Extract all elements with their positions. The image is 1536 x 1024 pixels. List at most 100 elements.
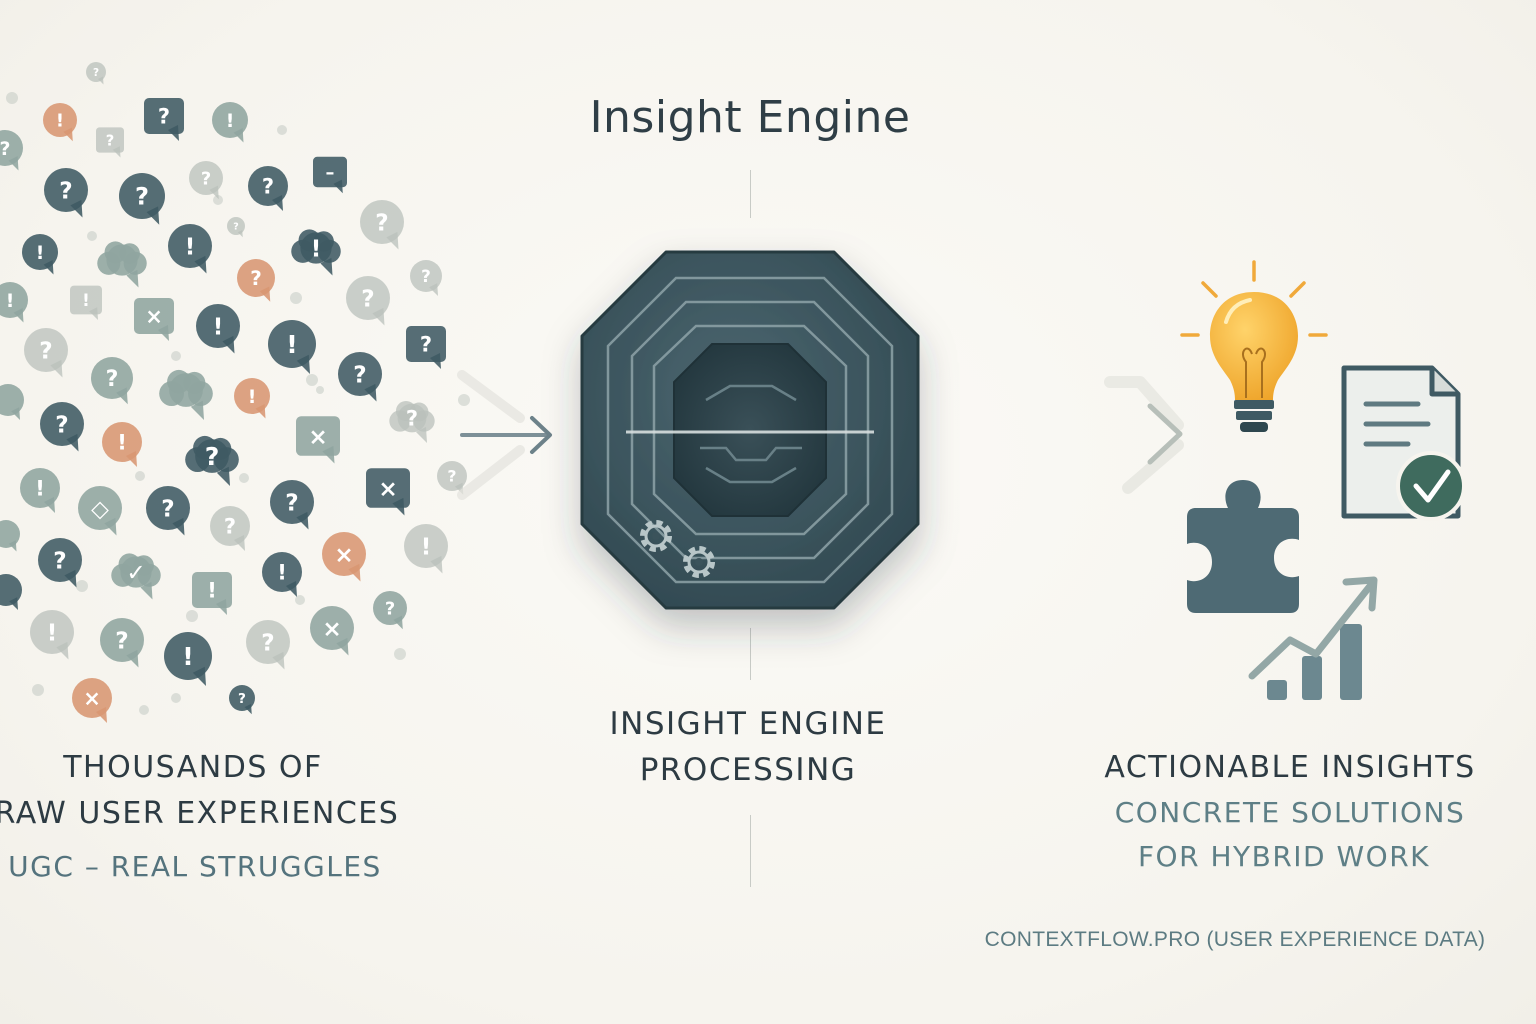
- svg-text:?: ?: [135, 183, 149, 211]
- question-bubble-icon: ?: [185, 435, 239, 486]
- svg-text:?: ?: [224, 515, 236, 539]
- decor-dot: [295, 595, 305, 605]
- decor-dot: [76, 580, 88, 592]
- question-bubble-icon: ?: [246, 620, 290, 670]
- decor-dot: [290, 292, 302, 304]
- arrow-right-icon: [457, 370, 552, 500]
- question-bubble-icon: ?: [119, 173, 165, 225]
- user-experience-bubble-cloud: ??!!??????–??!!?!?!!×!!???!???!?×?!◇???×…: [0, 62, 470, 723]
- chip-circuit-rings: [606, 276, 894, 584]
- exclamation-bubble-icon: !: [70, 285, 102, 320]
- question-bubble-icon: ?: [146, 486, 190, 536]
- exclamation-bubble-icon: !: [192, 572, 232, 615]
- decor-dot: [316, 386, 324, 394]
- svg-text:×: ×: [83, 687, 101, 711]
- cross-bubble-icon: ×: [322, 532, 366, 582]
- svg-text:?: ?: [106, 132, 115, 149]
- process-label-line2: PROCESSING: [639, 752, 857, 788]
- output-label-line2: CONCRETE SOLUTIONS: [1114, 796, 1466, 829]
- question-bubble-icon: ?: [100, 618, 144, 668]
- question-bubble-icon: ?: [38, 538, 82, 588]
- svg-text:!: !: [82, 290, 90, 310]
- exclamation-bubble-icon: !: [0, 282, 28, 323]
- exclamation-bubble-icon: !: [168, 224, 212, 274]
- svg-text:×: ×: [322, 616, 341, 642]
- question-bubble-icon: ?: [248, 166, 288, 211]
- source-footer: CONTEXTFLOW.PRO (USER EXPERIENCE DATA): [984, 928, 1486, 951]
- svg-text:?: ?: [285, 490, 298, 516]
- exclamation-bubble-icon: !: [404, 524, 448, 574]
- question-bubble-icon: ?: [210, 506, 250, 551]
- decor-dot: [171, 351, 181, 361]
- svg-text:?: ?: [93, 67, 99, 79]
- svg-text:?: ?: [250, 266, 262, 290]
- document-check-icon: [1341, 365, 1466, 521]
- svg-text:!: !: [6, 290, 15, 312]
- arrow-right-icon: [941, 376, 1184, 494]
- question-bubble-icon: ?: [406, 326, 446, 369]
- decor-dot: [139, 705, 149, 715]
- decor-dot: [186, 610, 198, 622]
- puzzle-piece-icon: [1187, 480, 1299, 613]
- question-bubble-icon: ?: [44, 168, 88, 218]
- question-bubble-icon: ?: [86, 62, 106, 85]
- svg-text:?: ?: [420, 333, 432, 357]
- cross-bubble-icon: ×: [296, 416, 340, 464]
- cloud-bubble-icon: [159, 369, 213, 420]
- svg-text:✓: ✓: [126, 560, 145, 586]
- exclamation-bubble-icon: !: [234, 378, 270, 419]
- cross-bubble-icon: ×: [134, 298, 174, 341]
- question-bubble-icon: ?: [338, 352, 382, 402]
- input-label-line2: RAW USER EXPERIENCES: [0, 796, 400, 831]
- svg-text:!: !: [182, 642, 194, 671]
- output-label-line3: FOR HYBRID WORK: [1137, 840, 1431, 873]
- decor-dot: [32, 684, 44, 696]
- svg-text:?: ?: [385, 598, 395, 619]
- growth-chart-icon: [1248, 576, 1378, 700]
- svg-text:?: ?: [261, 630, 274, 656]
- exclamation-bubble-icon: !: [30, 610, 74, 660]
- decor-dot: [239, 473, 249, 483]
- question-bubble-icon: ?: [360, 200, 404, 250]
- cloud-bubble-icon: ✓: [111, 553, 161, 600]
- speech-bubble-icon: [0, 520, 20, 552]
- question-bubble-icon: ?: [227, 217, 245, 238]
- svg-text:?: ?: [421, 266, 431, 286]
- svg-text:?: ?: [353, 362, 366, 388]
- cross-bubble-icon: ×: [310, 606, 354, 656]
- decor-dot: [306, 374, 318, 386]
- svg-text:?: ?: [0, 138, 10, 160]
- svg-text:?: ?: [161, 496, 174, 522]
- decor-dot: [171, 693, 181, 703]
- speech-bubble-icon: ◇: [78, 486, 122, 536]
- svg-text:×: ×: [308, 424, 327, 450]
- svg-text:?: ?: [158, 105, 170, 129]
- diagram-title: Insight Engine: [589, 92, 911, 143]
- svg-text:!: !: [277, 561, 287, 585]
- exclamation-bubble-icon: !: [102, 422, 142, 467]
- svg-text:?: ?: [55, 412, 68, 438]
- process-label-line1: INSIGHT ENGINE: [609, 706, 887, 742]
- question-bubble-icon: ?: [237, 259, 275, 302]
- divider-top: [750, 170, 751, 218]
- question-bubble-icon: ?: [24, 328, 68, 378]
- svg-text:!: !: [213, 314, 224, 340]
- cross-bubble-icon: ×: [366, 468, 410, 516]
- exclamation-bubble-icon: !: [164, 632, 212, 686]
- divider-bottom: [750, 815, 751, 887]
- decor-dot: [394, 648, 406, 660]
- speech-bubble-icon: [0, 384, 24, 420]
- speech-bubble-icon: –: [313, 156, 347, 194]
- exclamation-bubble-icon: !: [196, 304, 240, 354]
- input-label-line1: THOUSANDS OF: [63, 750, 323, 785]
- svg-text:×: ×: [378, 476, 397, 502]
- svg-text:?: ?: [59, 178, 72, 204]
- gear-icon: [683, 546, 715, 578]
- svg-text:?: ?: [201, 168, 211, 189]
- svg-text:×: ×: [145, 305, 163, 329]
- svg-text:?: ?: [205, 442, 220, 471]
- svg-text:?: ?: [361, 286, 374, 312]
- svg-text:!: !: [226, 110, 235, 132]
- question-bubble-icon: ?: [40, 402, 84, 452]
